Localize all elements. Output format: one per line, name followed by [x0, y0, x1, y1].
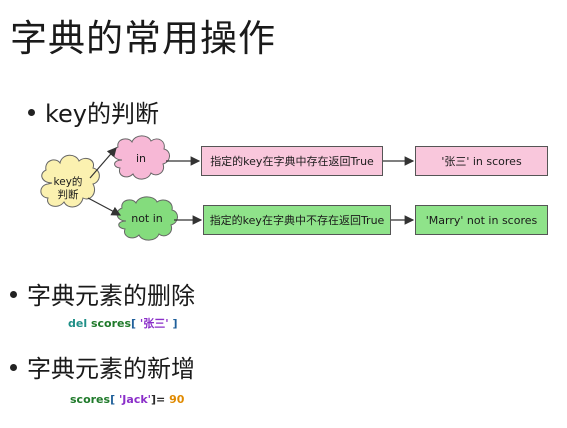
- not-in-example-box: 'Marry' not in scores: [415, 205, 548, 235]
- code-identifier: scores: [90, 317, 132, 330]
- in-cloud-shape: [112, 135, 170, 180]
- section-key-check-label: key的判断: [45, 100, 160, 128]
- section-add-label: 字典元素的新增: [27, 355, 195, 383]
- not-in-cloud-shape: [116, 196, 178, 241]
- code-number-value: 90: [169, 393, 185, 406]
- arrow-start-to-in: [89, 147, 117, 179]
- code-delete: del scores[ '张三' ]: [68, 315, 178, 331]
- section-add: 字典元素的新增: [10, 349, 195, 384]
- code-bracket-open: [: [110, 393, 116, 406]
- code-keyword-del: del: [68, 317, 88, 330]
- code-bracket-open: [: [131, 317, 137, 330]
- page-title: 字典的常用操作: [10, 17, 276, 60]
- code-bracket-assign: ]=: [151, 393, 166, 406]
- code-string-key: 'Jack': [118, 393, 152, 406]
- code-bracket-close: ]: [172, 317, 178, 330]
- section-delete-label: 字典元素的删除: [27, 282, 195, 310]
- bullet-dot: [10, 290, 17, 298]
- bullet-dot: [28, 108, 35, 116]
- not-in-cloud-label: not in: [131, 212, 163, 225]
- in-description-box: 指定的key在字典中存在返回True: [201, 146, 383, 176]
- code-add: scores[ 'Jack']= 90: [70, 393, 184, 406]
- code-identifier: scores: [70, 393, 111, 406]
- code-string-key: '张三': [139, 317, 169, 330]
- in-cloud-label: in: [135, 152, 147, 165]
- start-cloud-label: key的 判断: [53, 176, 83, 201]
- start-cloud-shape: [40, 154, 100, 208]
- section-key-check: key的判断: [28, 94, 159, 129]
- section-delete: 字典元素的删除: [10, 276, 195, 311]
- arrow-start-to-not-in: [87, 197, 122, 216]
- not-in-description-box: 指定的key在字典中不存在返回True: [203, 205, 391, 235]
- bullet-dot: [10, 363, 17, 371]
- in-example-box: '张三' in scores: [415, 146, 548, 176]
